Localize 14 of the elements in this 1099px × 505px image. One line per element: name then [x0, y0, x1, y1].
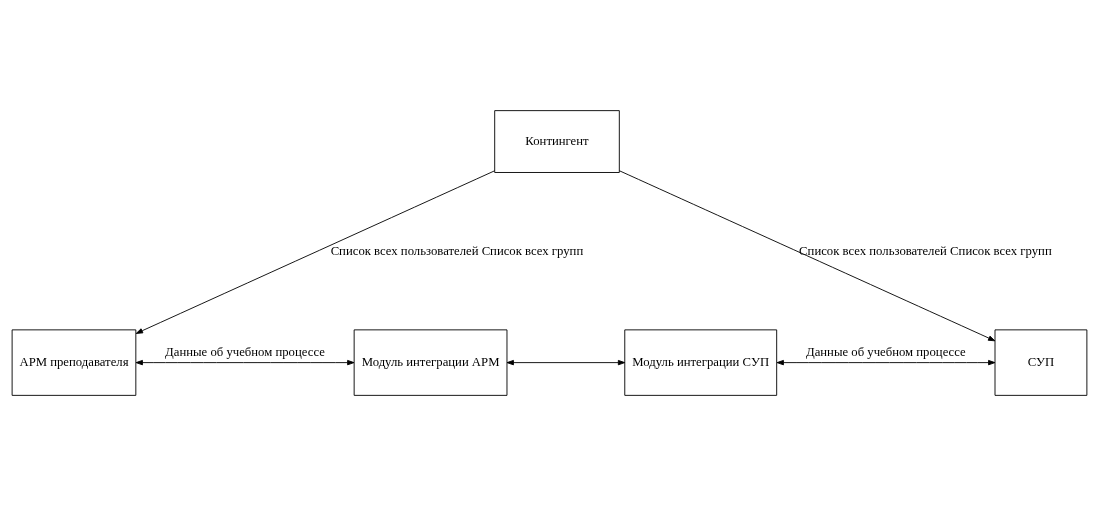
edge-label: Данные об учебном процессе	[805, 344, 966, 359]
edge-label: Список всех пользователей Список всех групп	[799, 243, 1052, 258]
arrow	[506, 359, 626, 365]
arrow	[135, 169, 496, 334]
node-box: Модуль интеграции СУП	[624, 328, 778, 396]
node-box: АРМ преподавателя	[11, 328, 137, 396]
node-box: СУП	[994, 328, 1088, 396]
edge-label: Список всех пользователей Список всех групп	[330, 243, 584, 258]
node-box: Модуль интеграции АРМ	[353, 328, 508, 396]
edge-label: Данные об учебном процессе	[165, 344, 325, 359]
arrow	[619, 169, 996, 341]
node-box: Контингент	[494, 109, 620, 173]
arrow	[135, 359, 355, 365]
arrow	[776, 359, 996, 365]
